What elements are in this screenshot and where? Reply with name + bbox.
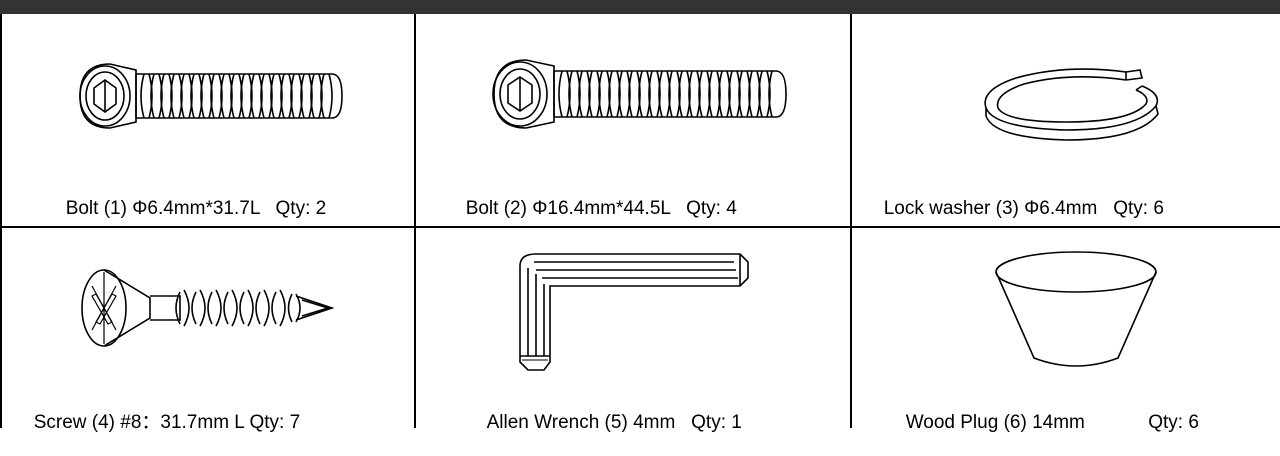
split-lock-washer-icon — [984, 68, 1159, 141]
part-qty: Qty: 1 — [691, 412, 742, 433]
button-head-bolt-long-icon — [492, 59, 787, 129]
part-cell-screw: Screw (4) #8：31.7mm L Qty: 7 — [0, 228, 414, 433]
part-label-allen-wrench: Allen Wrench (5) 4mm Qty: 1 — [456, 390, 742, 456]
part-qty: Qty: 6 — [1148, 412, 1199, 433]
part-size: Φ6.4mm*31.7L — [132, 198, 260, 219]
part-size: 4mm — [633, 412, 676, 433]
hardware-parts-table: Bolt (1) Φ6.4mm*31.7L Qty: 2 Bolt (2) Φ1… — [0, 14, 1280, 433]
part-label-lock-washer: Lock washer (3) Φ6.4mm Qty: 6 — [852, 176, 1164, 242]
table-row-divider — [0, 226, 1280, 228]
part-size: Φ16.4mm*44.5L — [532, 198, 671, 219]
part-label-wood-plug: Wood Plug (6) 14mm Qty: 6 — [874, 390, 1199, 456]
part-cell-lock-washer: Lock washer (3) Φ6.4mm Qty: 6 — [852, 14, 1280, 226]
part-size: 14mm — [1032, 412, 1085, 433]
part-label-bolt-2: Bolt (2) Φ16.4mm*44.5L Qty: 4 — [434, 176, 737, 242]
part-size: Φ6.4mm — [1024, 198, 1098, 219]
header-bar — [0, 0, 1280, 14]
allen-wrench-icon — [519, 253, 749, 371]
part-qty: Qty: 6 — [1113, 198, 1164, 219]
part-qty: Qty: 2 — [275, 198, 327, 219]
table-divider-2 — [850, 14, 852, 428]
part-name: Allen Wrench (5) — [486, 412, 628, 433]
table-divider-1 — [414, 14, 416, 428]
wood-plug-icon — [995, 251, 1157, 367]
part-qty: Qty: 7 — [249, 412, 301, 433]
part-cell-bolt-1: Bolt (1) Φ6.4mm*31.7L Qty: 2 — [0, 14, 414, 226]
part-label-bolt-1: Bolt (1) Φ6.4mm*31.7L Qty: 2 — [34, 176, 327, 242]
table-border-left — [0, 14, 2, 428]
button-head-bolt-short-icon — [79, 63, 343, 129]
part-name: Screw (4) #8： — [33, 412, 161, 433]
flat-head-wood-screw-icon — [81, 269, 335, 347]
part-label-screw: Screw (4) #8：31.7mm L Qty: 7 — [2, 390, 300, 456]
part-name: Wood Plug (6) — [905, 412, 1027, 433]
part-size: 31.7mm L — [160, 412, 245, 433]
part-cell-allen-wrench: Allen Wrench (5) 4mm Qty: 1 — [416, 228, 850, 433]
part-qty: Qty: 4 — [686, 198, 737, 219]
part-cell-bolt-2: Bolt (2) Φ16.4mm*44.5L Qty: 4 — [416, 14, 850, 226]
part-cell-wood-plug: Wood Plug (6) 14mm Qty: 6 — [852, 228, 1280, 433]
part-name: Bolt (1) — [65, 198, 127, 219]
part-name: Lock washer (3) — [883, 198, 1019, 219]
part-name: Bolt (2) — [465, 198, 527, 219]
